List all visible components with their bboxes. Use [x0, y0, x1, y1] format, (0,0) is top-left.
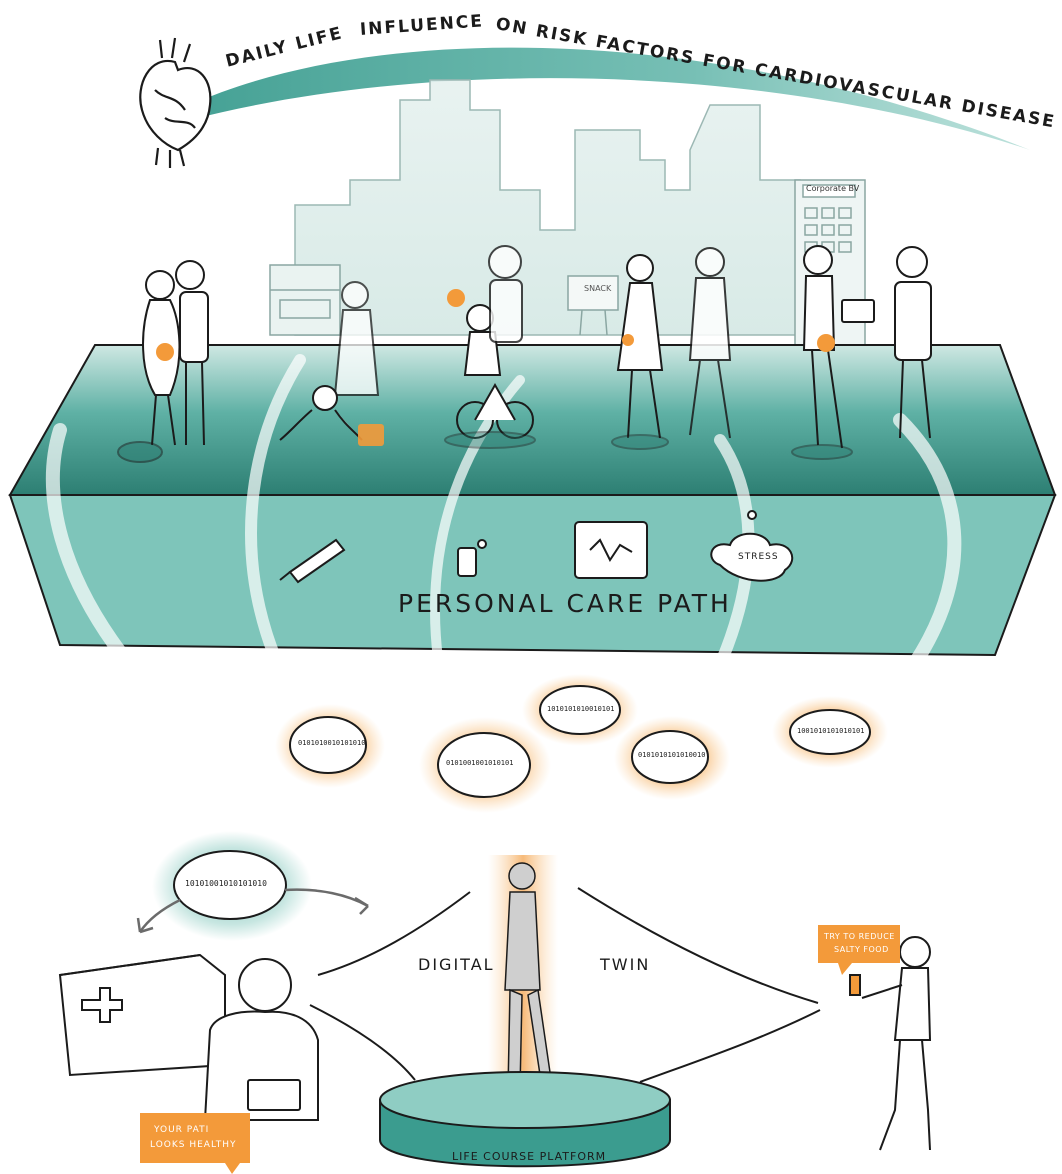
patient-bubble-line2: SALTY FOOD [834, 945, 889, 954]
patient-bubble-line1: TRY TO REDUCE [824, 932, 895, 941]
elderly-woman-figure [333, 281, 380, 396]
city-backdrop [294, 79, 801, 336]
data-cloud-1 [275, 704, 385, 788]
stress-cloud-text: STRESS [738, 552, 779, 562]
data-cloud-2 [419, 717, 551, 813]
data-cloud-4 [614, 716, 730, 800]
data-cloud-3-text: 1010101010010101 [547, 705, 615, 713]
life-course-platform-label: LIFE COURSE PLATFORM [452, 1150, 607, 1163]
data-cloud-4-text: 0101010101010010 [638, 751, 706, 759]
cyclist-figure [444, 304, 536, 449]
hospital-data-cloud [152, 831, 312, 941]
hospital-cloud-text: 10101001010101010 [185, 879, 267, 888]
ground-front [8, 494, 1057, 657]
patient-speech-bubble [818, 925, 900, 975]
people-group [117, 245, 932, 463]
medicine-icon [457, 539, 487, 577]
personal-care-path-label: PERSONAL CARE PATH [398, 589, 732, 618]
woman-dress-figure [611, 254, 669, 450]
bearded-man-figure [488, 245, 523, 343]
projection-lines [309, 887, 821, 1083]
hospital-building [58, 953, 226, 1077]
woman-bottle-figure [688, 247, 732, 439]
doctor-bubble-line2: LOOKS HEALTHY [150, 1140, 237, 1150]
digital-label: DIGITAL [418, 955, 495, 974]
digital-twin-figure [488, 855, 558, 1110]
doctor-figure [203, 958, 319, 1121]
title-swoosh [190, 47, 1030, 150]
data-cloud-5-text: 1001010101010101 [797, 727, 865, 735]
data-cloud-2-text: 0101001001010101 [446, 759, 514, 767]
risk-highlights [156, 289, 835, 446]
stress-cloud-icon [710, 510, 794, 582]
ecg-screen-icon [574, 521, 648, 579]
snack-sign [567, 275, 619, 336]
data-cloud-1-text: 0101010010101010 [298, 739, 366, 747]
syringe-icon [279, 538, 346, 584]
market-stall [269, 264, 341, 336]
corporate-sign: Corporate BV [806, 184, 860, 193]
exchange-arrows [136, 888, 369, 934]
snack-sign-text: SNACK [584, 284, 612, 293]
woman-laptop-figure [791, 245, 853, 460]
data-cloud-3 [522, 674, 638, 746]
data-cloud-5 [772, 696, 888, 768]
doctor-speech-bubble [140, 1113, 250, 1174]
partner-figure [175, 260, 209, 446]
data-clouds [275, 674, 888, 813]
patient-figure [849, 936, 932, 1151]
doctor-bubble-line1: YOUR PATI [154, 1125, 210, 1135]
twin-label: TWIN [600, 955, 651, 974]
life-course-pedestal [379, 1071, 671, 1168]
man-laptop-figure [841, 246, 932, 439]
heart-icon [139, 37, 212, 168]
